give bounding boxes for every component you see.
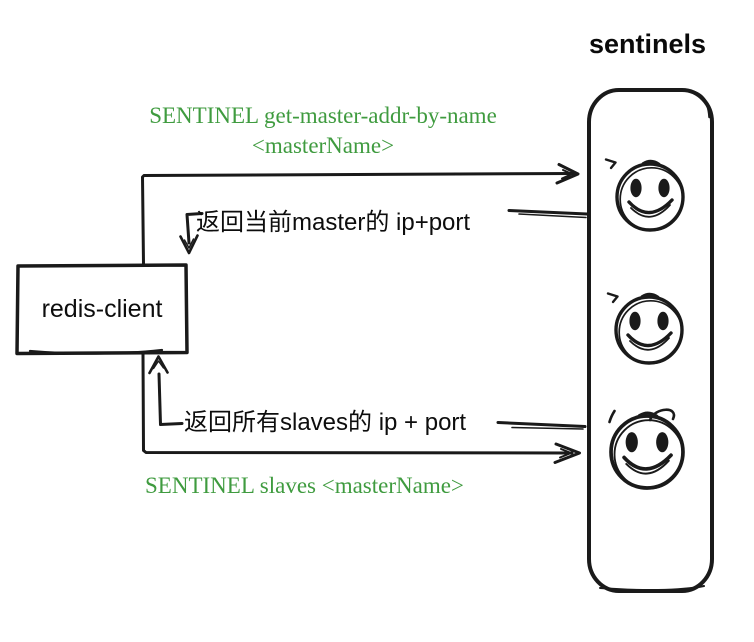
- top-request-command-line2: <masterName>: [251, 133, 395, 158]
- request-arrow-bottom: [141, 352, 581, 464]
- smiley-face-icon: [606, 292, 684, 366]
- top-request-command: SENTINEL get-master-addr-by-name <master…: [88, 101, 558, 161]
- client-box: [15, 263, 189, 356]
- sentinel-group-label: sentinels: [589, 29, 707, 59]
- response-arrow-bottom: [148, 355, 587, 430]
- sketch-tick: [606, 292, 619, 304]
- sketch-tick: [604, 158, 617, 170]
- sentinel-box: [587, 88, 714, 593]
- smiley-face-icon: [604, 158, 685, 233]
- sketch-tick: [608, 409, 616, 424]
- bottom-response-label: 返回所有slaves的 ip + port: [184, 409, 467, 436]
- sketch-curl: [648, 408, 676, 422]
- top-request-command-line1: SENTINEL get-master-addr-by-name: [149, 103, 497, 128]
- response-arrow-top: [179, 209, 589, 255]
- bottom-request-command: SENTINEL slaves <masterName>: [145, 473, 464, 498]
- client-box-label: redis-client: [41, 294, 163, 323]
- request-arrow-top: [141, 163, 580, 266]
- top-response-label: 返回当前master的 ip+port: [196, 209, 471, 236]
- smiley-face-icon: [608, 408, 685, 491]
